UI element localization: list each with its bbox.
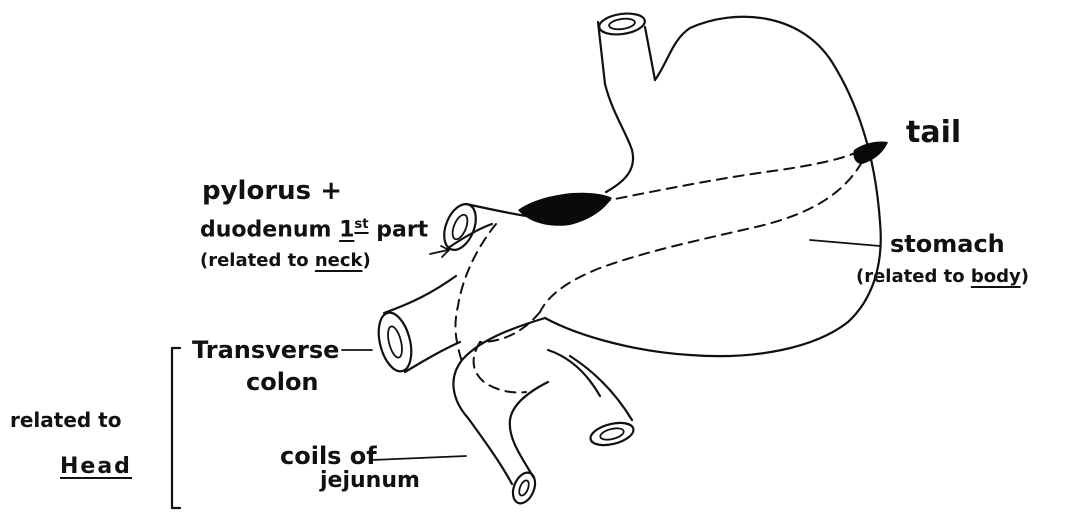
label-body: body [971,266,1021,287]
label-part-word: part [369,217,429,242]
pancreas-neck-part [518,193,612,226]
esophagus [598,11,655,84]
label-related-to-neck: (related to neck) [200,252,371,270]
stomach-outline [545,17,881,356]
label-duodenum-word: duodenum [200,217,339,242]
label-body-close: ) [1021,266,1029,287]
label-ordinal-suffix: st [354,217,368,232]
label-neck-close: ) [363,250,371,271]
label-stomach: stomach [890,232,1005,256]
label-head: Head [60,456,132,478]
label-related-to: related to [10,410,121,430]
label-body-prefix: (related to [856,266,971,287]
label-tail: tail [906,118,961,148]
label-jejunum: jejunum [320,470,420,492]
label-transverse: Transverse [192,338,339,362]
label-colon: colon [246,370,319,394]
label-coils-of: coils of [280,444,377,468]
transverse-colon [373,276,460,375]
jejunum-coils [453,318,635,507]
pancreas-visible-parts [518,141,888,225]
label-related-to-body: (related to body) [856,268,1029,286]
label-pylorus: pylorus + [202,178,342,204]
label-neck: neck [315,250,363,271]
pancreas-hidden-outline [455,150,862,393]
label-duodenum-first-part: duodenum 1st part [200,218,428,241]
label-related-to-prefix: (related to [200,250,315,271]
label-ordinal-number: 1 [339,217,354,242]
head-bracket [172,348,180,508]
pointer-lines [342,240,880,460]
